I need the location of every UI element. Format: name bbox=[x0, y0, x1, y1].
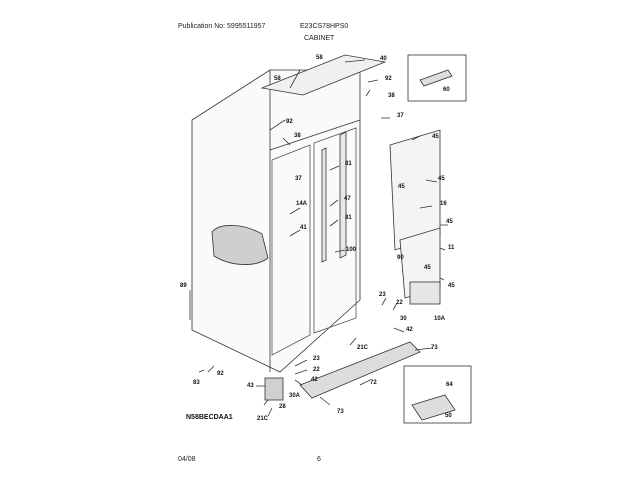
callout-40: 40 bbox=[380, 56, 387, 62]
callout-16: 16 bbox=[440, 201, 447, 207]
mullion-strip bbox=[339, 131, 347, 259]
callout-89: 89 bbox=[180, 283, 187, 289]
callout-42: 42 bbox=[406, 327, 413, 333]
publication-number: Publication No: 5995511957 bbox=[178, 23, 266, 30]
callout-92: 92 bbox=[217, 371, 224, 377]
callout-45: 45 bbox=[438, 176, 445, 182]
callout-92: 92 bbox=[385, 76, 392, 82]
top-cover bbox=[260, 54, 387, 96]
callout-30a: 30A bbox=[289, 393, 301, 399]
callout-73: 73 bbox=[431, 345, 438, 351]
callout-73: 73 bbox=[337, 409, 344, 415]
cabinet-body bbox=[191, 69, 361, 373]
callout-23: 23 bbox=[313, 356, 320, 362]
callout-72: 72 bbox=[370, 380, 377, 386]
side-insulation bbox=[211, 225, 269, 265]
callout-41: 41 bbox=[300, 225, 307, 231]
section-title: CABINET bbox=[304, 35, 335, 42]
callout-11: 11 bbox=[448, 245, 455, 251]
callout-21c: 21C bbox=[357, 345, 369, 351]
footer-date: 04/08 bbox=[178, 456, 196, 463]
callout-37: 37 bbox=[397, 113, 404, 119]
callout-45: 45 bbox=[424, 265, 431, 271]
callout-47: 47 bbox=[344, 196, 351, 202]
callout-30: 30 bbox=[400, 316, 407, 322]
callout-38: 38 bbox=[294, 133, 301, 139]
fresh-food-opening bbox=[313, 127, 357, 334]
callout-42: 42 bbox=[311, 377, 318, 383]
callout-50: 50 bbox=[445, 413, 452, 419]
callout-37: 37 bbox=[295, 176, 302, 182]
freezer-opening bbox=[271, 144, 311, 356]
callout-43: 43 bbox=[247, 383, 254, 389]
callout-81: 81 bbox=[345, 215, 352, 221]
callout-22: 22 bbox=[313, 367, 320, 373]
callout-81: 81 bbox=[345, 161, 352, 167]
callout-38: 38 bbox=[388, 93, 395, 99]
callout-28: 28 bbox=[279, 404, 286, 410]
callout-45: 45 bbox=[398, 184, 405, 190]
callout-90: 90 bbox=[397, 255, 404, 261]
model-number: E23CS78HPS0 bbox=[300, 23, 349, 30]
toe-grille bbox=[299, 341, 421, 399]
callout-22: 22 bbox=[396, 300, 403, 306]
callout-64: 64 bbox=[446, 382, 453, 388]
hinge-bracket bbox=[264, 377, 284, 401]
callout-21c: 21C bbox=[257, 416, 269, 422]
callout-23: 23 bbox=[379, 292, 386, 298]
callout-60: 60 bbox=[443, 87, 450, 93]
callout-45: 45 bbox=[448, 283, 455, 289]
callout-58: 58 bbox=[316, 55, 323, 61]
callout-83: 83 bbox=[193, 380, 200, 386]
diagram-code: N58BECDAA1 bbox=[186, 414, 233, 421]
callout-45: 45 bbox=[446, 219, 453, 225]
callout-45: 45 bbox=[432, 134, 439, 140]
page-number: 6 bbox=[317, 456, 321, 463]
callout-14a: 14A bbox=[296, 201, 308, 207]
rating-plate bbox=[409, 281, 441, 305]
callout-100: 100 bbox=[346, 247, 357, 253]
callout-58: 58 bbox=[274, 76, 281, 82]
callout-92: 92 bbox=[286, 119, 293, 125]
callout-10a: 10A bbox=[434, 316, 446, 322]
